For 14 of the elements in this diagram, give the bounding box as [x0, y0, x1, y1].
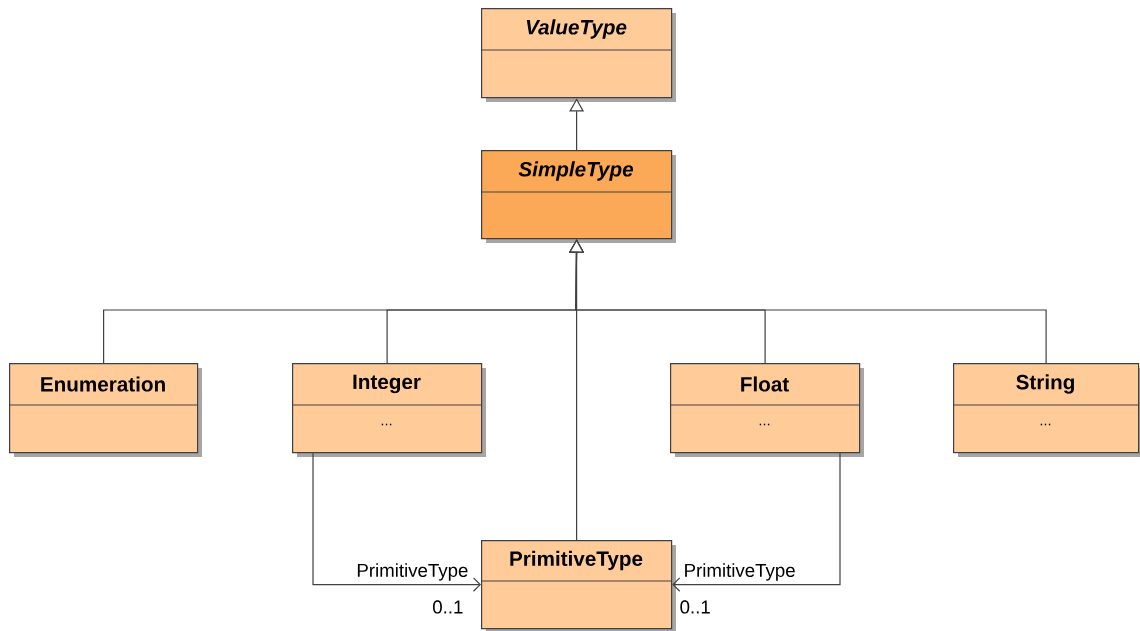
edge-label: PrimitiveType	[682, 561, 797, 583]
multiplicity-label: 0..1	[433, 600, 463, 614]
class-box: PrimitiveType	[480, 540, 676, 631]
association-arrow	[312, 452, 481, 592]
multiplicity-label: 0..1	[680, 600, 710, 614]
class-box: Float ...	[669, 363, 864, 457]
association-arrow	[672, 452, 841, 592]
class-box: String ...	[952, 363, 1140, 457]
class-box: Integer ...	[291, 363, 486, 457]
class-box: ValueType	[480, 8, 676, 102]
class-box: SimpleType	[480, 150, 676, 243]
class-box: Enumeration	[8, 363, 202, 457]
generalization-arrow	[569, 239, 1047, 364]
edge-label: PrimitiveType	[355, 561, 470, 583]
